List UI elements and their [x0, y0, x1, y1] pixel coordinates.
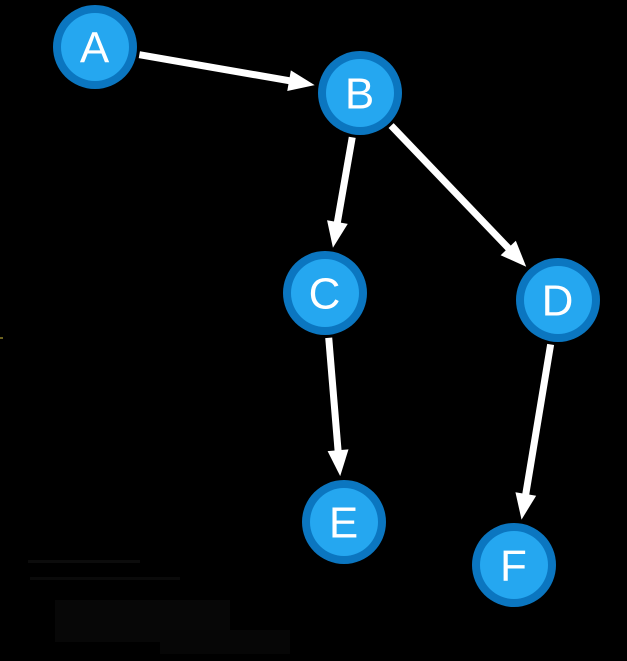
edge-line [521, 343, 555, 498]
screen-artifact-dot [0, 337, 3, 339]
node-F[interactable]: F [472, 523, 556, 607]
edge-B-C [327, 136, 356, 248]
edge-line [388, 123, 513, 253]
node-body [480, 531, 548, 599]
edge-A-B [138, 51, 315, 92]
node-body [291, 259, 359, 327]
edge-C-E [325, 337, 349, 477]
edge-arrowhead-icon [327, 449, 349, 477]
edge-line [325, 337, 342, 454]
node-C[interactable]: C [283, 251, 367, 335]
node-E[interactable]: E [302, 480, 386, 564]
node-body [61, 13, 129, 81]
edge-arrowhead-icon [515, 492, 537, 520]
node-body [524, 266, 592, 334]
edge-line [333, 136, 356, 226]
edge-arrowhead-icon [500, 240, 527, 267]
node-body [326, 59, 394, 127]
node-A[interactable]: A [53, 5, 137, 89]
node-D[interactable]: D [516, 258, 600, 342]
node-body [310, 488, 378, 556]
edge-arrowhead-icon [327, 220, 348, 248]
edge-line [138, 51, 293, 85]
node-B[interactable]: B [318, 51, 402, 135]
edge-arrowhead-icon [287, 70, 315, 92]
edge-B-D [388, 123, 527, 267]
edge-D-F [515, 343, 555, 520]
